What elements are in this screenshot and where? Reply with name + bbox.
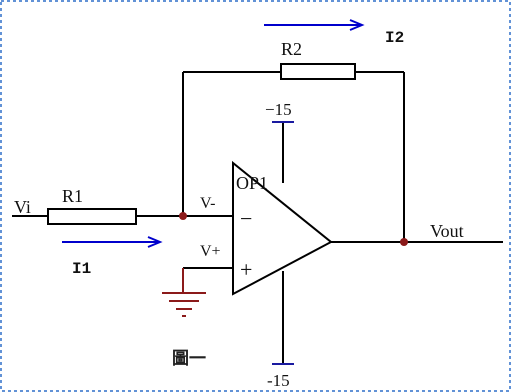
i1-label: I1 xyxy=(72,260,91,278)
v-plus-label: V+ xyxy=(200,243,221,260)
resistor-r2 xyxy=(280,63,356,80)
i2-arrow-icon xyxy=(264,19,365,31)
r2-label: R2 xyxy=(281,39,302,59)
vout-label: Vout xyxy=(430,221,464,241)
bottom-supply-label: -15 xyxy=(267,371,290,390)
vi-label: Vi xyxy=(14,197,31,217)
top-supply-label: −15 xyxy=(265,100,292,119)
ground-icon xyxy=(162,292,206,317)
inverting-sign: − xyxy=(240,206,252,231)
op1-label: OP1 xyxy=(236,173,268,193)
r1-label: R1 xyxy=(62,186,83,206)
op-amp-symbol xyxy=(232,160,333,296)
inverting-junction-node xyxy=(179,212,187,220)
i1-arrow-icon xyxy=(62,236,163,248)
figure-caption: 圖一 xyxy=(172,349,206,369)
resistor-r1 xyxy=(47,208,137,225)
v-minus-label: V- xyxy=(200,195,215,212)
noninverting-sign: + xyxy=(240,257,252,282)
i2-label: I2 xyxy=(385,29,404,47)
output-junction-node xyxy=(400,238,408,246)
